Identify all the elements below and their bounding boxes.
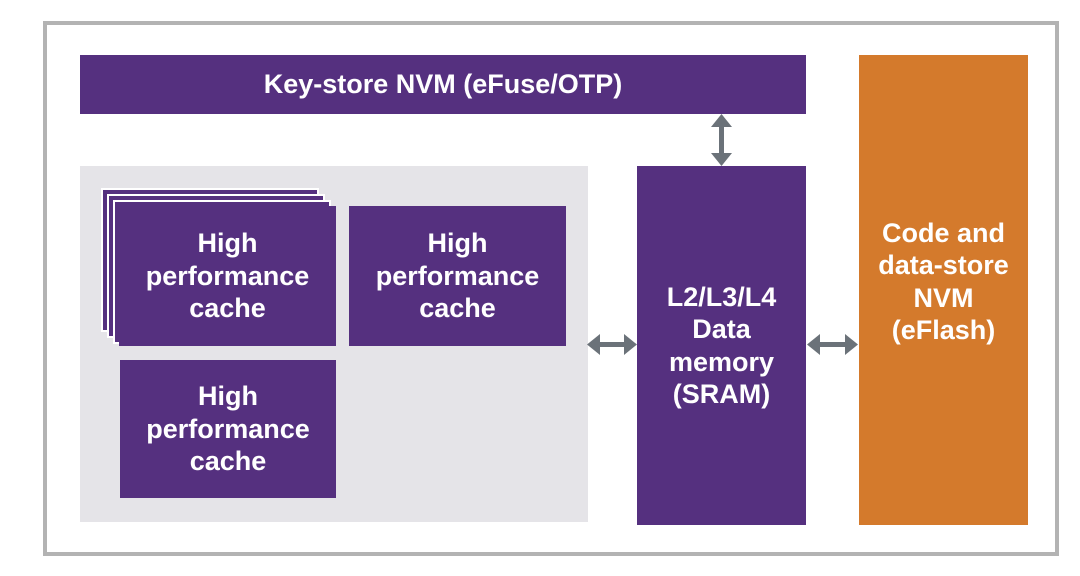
keystore-sram-arrow <box>711 114 732 166</box>
cache-block-stacked: High performance cache <box>119 206 336 346</box>
sram-data-memory-block: L2/L3/L4 Data memory (SRAM) <box>637 166 806 525</box>
keystore-nvm-block: Key-store NVM (eFuse/OTP) <box>80 55 806 114</box>
sram-eflash-arrow <box>807 334 858 355</box>
cache-block-bottom: High performance cache <box>120 360 336 498</box>
cache-block-right: High performance cache <box>349 206 566 346</box>
cache-sram-arrow <box>587 334 637 355</box>
eflash-nvm-block: Code and data-store NVM (eFlash) <box>859 55 1028 525</box>
